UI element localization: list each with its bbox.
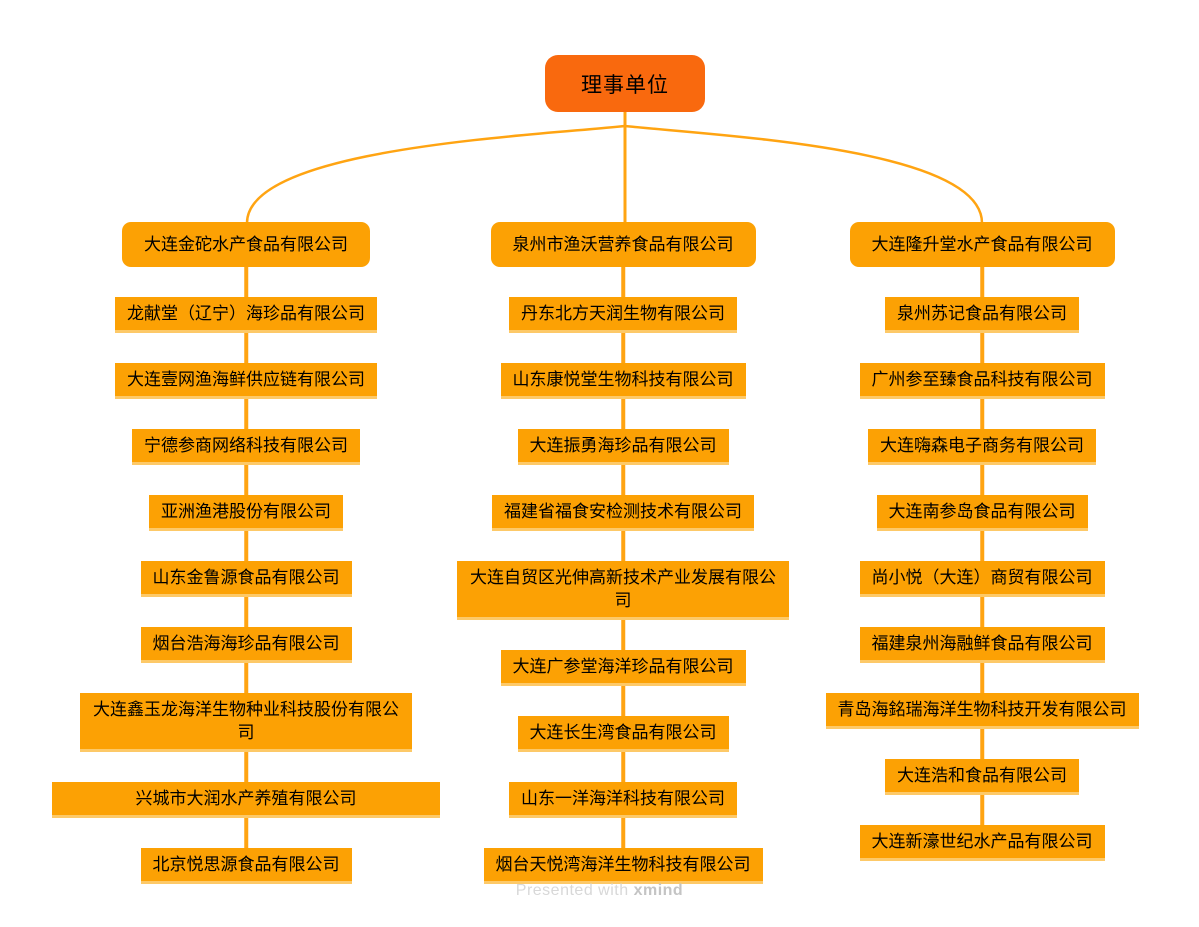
- connector-root-to-right: [623, 124, 984, 225]
- sub-topic[interactable]: 大连鑫玉龙海洋生物种业科技股份有限公司: [80, 693, 412, 752]
- branch-head-topic[interactable]: 大连金砣水产食品有限公司: [122, 222, 370, 267]
- sub-topic[interactable]: 大连新濠世纪水产品有限公司: [859, 825, 1105, 861]
- sub-topic[interactable]: 大连南参岛食品有限公司: [876, 495, 1088, 531]
- branch-column-left: 大连金砣水产食品有限公司龙献堂（辽宁）海珍品有限公司大连壹网渔海鲜供应链有限公司…: [46, 222, 446, 884]
- sub-topic[interactable]: 青岛海銘瑞海洋生物科技开发有限公司: [825, 693, 1139, 729]
- sub-topic[interactable]: 大连壹网渔海鲜供应链有限公司: [115, 363, 377, 399]
- watermark-text: Presented with: [515, 882, 629, 899]
- sub-topic[interactable]: 大连自贸区光伸高新技术产业发展有限公司: [457, 561, 789, 620]
- sub-topic[interactable]: 福建省福食安检测技术有限公司: [492, 495, 754, 531]
- sub-topic[interactable]: 山东一洋海洋科技有限公司: [509, 782, 737, 818]
- branch-head-topic[interactable]: 泉州市渔沃营养食品有限公司: [490, 222, 756, 267]
- xmind-brand-link[interactable]: xmind: [633, 882, 684, 899]
- root-topic[interactable]: 理事单位: [545, 55, 705, 112]
- sub-topic[interactable]: 福建泉州海融鲜食品有限公司: [859, 627, 1105, 663]
- sub-topic[interactable]: 山东康悦堂生物科技有限公司: [500, 363, 746, 399]
- branch-column-middle: 泉州市渔沃营养食品有限公司丹东北方天润生物有限公司山东康悦堂生物科技有限公司大连…: [423, 222, 823, 884]
- sub-topic[interactable]: 山东金鲁源食品有限公司: [140, 561, 352, 597]
- sub-topic[interactable]: 宁德参商网络科技有限公司: [132, 429, 360, 465]
- sub-topic[interactable]: 兴城市大润水产养殖有限公司: [52, 782, 440, 818]
- watermark: Presented with xmind: [0, 882, 1199, 900]
- sub-topic[interactable]: 广州参至臻食品科技有限公司: [859, 363, 1105, 399]
- branch-column-right: 大连隆升堂水产食品有限公司泉州苏记食品有限公司广州参至臻食品科技有限公司大连嗨森…: [782, 222, 1182, 861]
- branch-head-topic[interactable]: 大连隆升堂水产食品有限公司: [849, 222, 1115, 267]
- root-branch-connectors: [245, 109, 984, 225]
- sub-topic[interactable]: 泉州苏记食品有限公司: [885, 297, 1079, 333]
- sub-topic[interactable]: 烟台天悦湾海洋生物科技有限公司: [483, 848, 763, 884]
- sub-topic[interactable]: 大连振勇海珍品有限公司: [517, 429, 729, 465]
- sub-topic[interactable]: 大连浩和食品有限公司: [885, 759, 1079, 795]
- sub-topic[interactable]: 亚洲渔港股份有限公司: [149, 495, 343, 531]
- sub-topic[interactable]: 丹东北方天润生物有限公司: [509, 297, 737, 333]
- root-topic-label: 理事单位: [581, 73, 669, 97]
- sub-topic[interactable]: 尚小悦（大连）商贸有限公司: [859, 561, 1105, 597]
- sub-topic[interactable]: 烟台浩海海珍品有限公司: [140, 627, 352, 663]
- sub-topic[interactable]: 龙献堂（辽宁）海珍品有限公司: [115, 297, 377, 333]
- sub-topic[interactable]: 大连嗨森电子商务有限公司: [868, 429, 1096, 465]
- connector-root-to-left: [245, 124, 627, 225]
- sub-topic[interactable]: 大连长生湾食品有限公司: [517, 716, 729, 752]
- sub-topic[interactable]: 北京悦思源食品有限公司: [140, 848, 352, 884]
- sub-topic[interactable]: 大连广参堂海洋珍品有限公司: [500, 650, 746, 686]
